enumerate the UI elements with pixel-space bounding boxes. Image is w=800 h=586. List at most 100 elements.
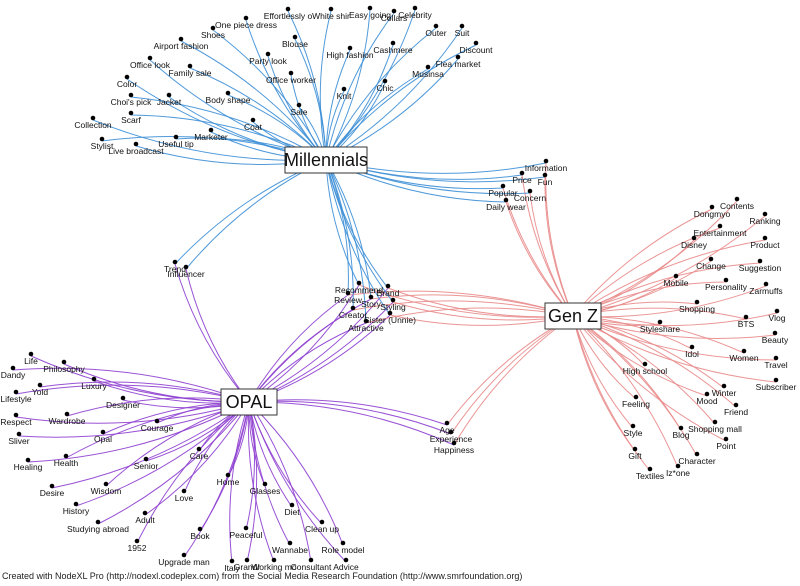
- term-label-zarmuffs: Zarmuffs: [749, 286, 782, 296]
- node-shopping-mall: [712, 419, 718, 425]
- term-label-yold: Yold: [32, 387, 49, 397]
- edge-millennials-trend: [174, 159, 327, 265]
- node-bts: [743, 314, 749, 320]
- edge-opal-consultant: [248, 401, 312, 563]
- term-label-musinsa: Musinsa: [412, 69, 444, 79]
- edge-opal-dandy: [12, 367, 250, 403]
- edge-opal-working-mo: [247, 401, 275, 563]
- term-label-dandy: Dandy: [1, 370, 26, 380]
- term-label-recommend: Recommend: [335, 285, 383, 295]
- term-label-women: Women: [729, 353, 758, 363]
- edge-opal-studying-abroad: [97, 401, 250, 525]
- term-label-lifestyle: Lifestyle: [0, 394, 31, 404]
- node-scarf: [128, 110, 134, 116]
- node-suit: [459, 23, 465, 29]
- term-label-blog: Blog: [672, 430, 689, 440]
- node-opal: [100, 429, 106, 435]
- node-airport-fashion: [178, 36, 184, 42]
- term-label-collection: Collection: [74, 120, 112, 130]
- term-label-office-look: Office look: [130, 60, 171, 70]
- node-change: [708, 256, 714, 262]
- node-effortlessly-o: [285, 6, 291, 12]
- node-one-piece-dress: [243, 15, 249, 21]
- node-cashmere: [390, 40, 396, 46]
- edge-millennials-sister-unnie: [325, 159, 391, 316]
- node-daily-wear: [503, 197, 509, 203]
- node-mood: [704, 391, 710, 397]
- term-label-jacket: Jacket: [157, 97, 182, 107]
- node-respect: [13, 412, 19, 418]
- hub-box-millennials: [284, 146, 368, 174]
- term-label-price: Price: [512, 175, 532, 185]
- term-label-age: Age: [439, 425, 454, 435]
- node-experience: [448, 429, 454, 435]
- term-label-wisdom: Wisdom: [91, 486, 122, 496]
- node-history: [73, 501, 79, 507]
- term-label-brand: Brand: [377, 288, 400, 298]
- term-label-stylist: Stylist: [91, 141, 114, 151]
- term-label-celebrity: Celebrity: [398, 10, 432, 20]
- node-blog: [678, 425, 684, 431]
- term-label-collars: Collars: [381, 13, 407, 23]
- term-label-live-broadcast: Live broadcast: [108, 146, 164, 156]
- node-shopping: [694, 299, 700, 305]
- term-label-influencer: Influencer: [167, 269, 204, 279]
- term-label-adult: Adult: [135, 515, 155, 525]
- node-wannabe: [287, 540, 293, 546]
- term-label-consultant: Consultant: [291, 562, 332, 572]
- edge-genz-style: [572, 315, 634, 429]
- node-story: [368, 294, 374, 300]
- node-body-shape: [225, 90, 231, 96]
- node-upgrade-man: [181, 552, 187, 558]
- node-textiles: [647, 466, 653, 472]
- hub-genz: Gen Z: [544, 302, 602, 330]
- term-label-iz-one: Iz*one: [666, 468, 690, 478]
- edge-opal-age: [248, 399, 448, 426]
- term-label-scarf: Scarf: [121, 115, 141, 125]
- node-white-shir: [328, 6, 334, 12]
- node-health: [63, 453, 69, 459]
- edge-opal-adult: [144, 401, 250, 516]
- node-shoes: [210, 25, 216, 31]
- node-lifestyle: [13, 389, 19, 395]
- term-label-dongmyo: Dongmyo: [694, 209, 731, 219]
- node-celebrity: [412, 5, 418, 11]
- term-label-one-piece-dress: One piece dress: [215, 20, 277, 30]
- node-layer: [10, 5, 780, 564]
- node-entertainment: [717, 223, 723, 229]
- term-label-family-sale: Family sale: [169, 68, 212, 78]
- term-label-experience: Experience: [430, 434, 473, 444]
- edge-millennials-influencer: [185, 159, 327, 270]
- term-label-beauty: Beauty: [762, 335, 789, 345]
- term-label-review: Review: [334, 295, 363, 305]
- term-label-party-look: Party look: [249, 56, 288, 66]
- node-women: [741, 348, 747, 354]
- edge-genz-textiles: [572, 315, 651, 472]
- term-label-body-shape: Body shape: [206, 95, 251, 105]
- node-sliver: [16, 431, 22, 437]
- edge-opal-review: [248, 294, 349, 403]
- edge-millennials-celebrity: [325, 9, 416, 161]
- node-easy-going: [367, 5, 373, 11]
- node-high-school: [642, 361, 648, 367]
- node-choi-s-pick: [128, 92, 134, 98]
- node-love: [181, 488, 187, 494]
- term-label-peaceful: Peaceful: [229, 530, 262, 540]
- hub-label-opal: OPAL: [226, 392, 273, 412]
- edge-opal-lifestyle: [15, 384, 250, 403]
- term-label-working-mo: Working mo: [251, 562, 296, 572]
- term-label-textiles: Textiles: [636, 471, 664, 481]
- term-label-flea-market: Flea market: [436, 59, 482, 69]
- term-label-styleshare: Styleshare: [640, 324, 680, 334]
- node-musinsa: [425, 64, 431, 70]
- edge-genz-fun: [544, 176, 574, 317]
- node-family-sale: [187, 63, 193, 69]
- hub-box-opal: [220, 388, 278, 416]
- term-label-product: Product: [750, 240, 780, 250]
- term-label-love: Love: [175, 493, 194, 503]
- node-happiness: [451, 440, 457, 446]
- edge-opal-experience: [248, 400, 452, 435]
- edge-genz-point: [572, 315, 727, 442]
- term-label-courage: Courage: [141, 423, 174, 433]
